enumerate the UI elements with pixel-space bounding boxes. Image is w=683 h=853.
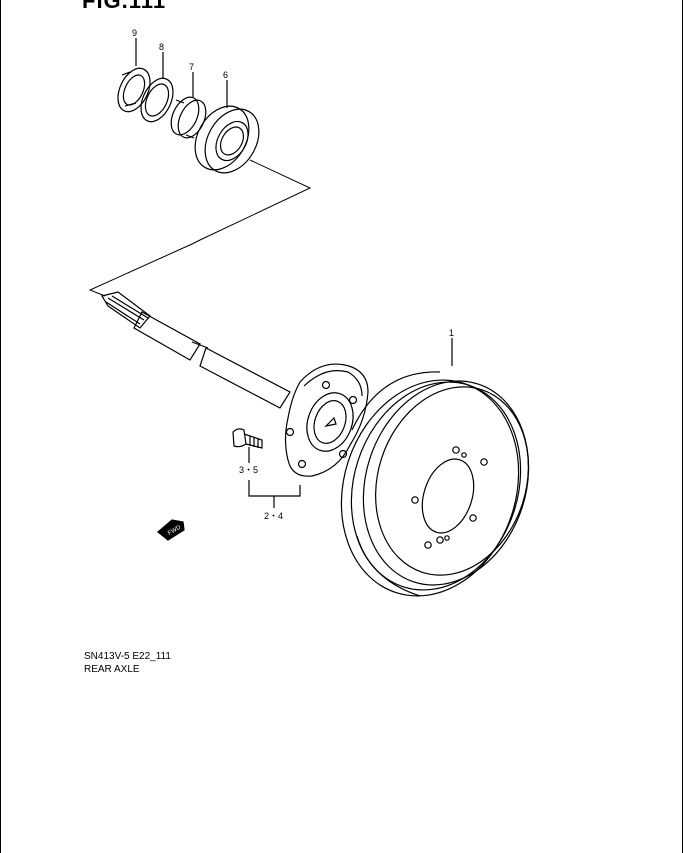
figure-title: FIG.111: [82, 0, 167, 13]
callout-2-4: 2・4: [264, 511, 283, 521]
part-9-oil-seal: [117, 67, 151, 113]
part-6-bearing: [194, 105, 260, 174]
callout-8: 8: [159, 42, 164, 52]
part-hub-bolt: [232, 428, 263, 449]
part-7-ring: [170, 96, 207, 139]
figure-name: REAR AXLE: [84, 664, 140, 675]
callout-6: 6: [223, 70, 228, 80]
part-axle-flange: [284, 363, 369, 477]
fwd-arrow-icon: FWD: [157, 519, 185, 541]
callout-3-5: 3・5: [239, 465, 258, 475]
callout-7: 7: [189, 62, 194, 72]
part-8-retainer-ring: [140, 77, 174, 123]
part-1-brake-drum: [340, 371, 530, 597]
callout-9: 9: [132, 28, 137, 38]
bracket-2-4: [248, 480, 301, 497]
part-axle-shaft: [101, 291, 291, 409]
assembly-leader: [88, 159, 312, 297]
callout-1: 1: [449, 328, 454, 338]
figure-code: SN413V-5 E22_111: [84, 651, 171, 662]
